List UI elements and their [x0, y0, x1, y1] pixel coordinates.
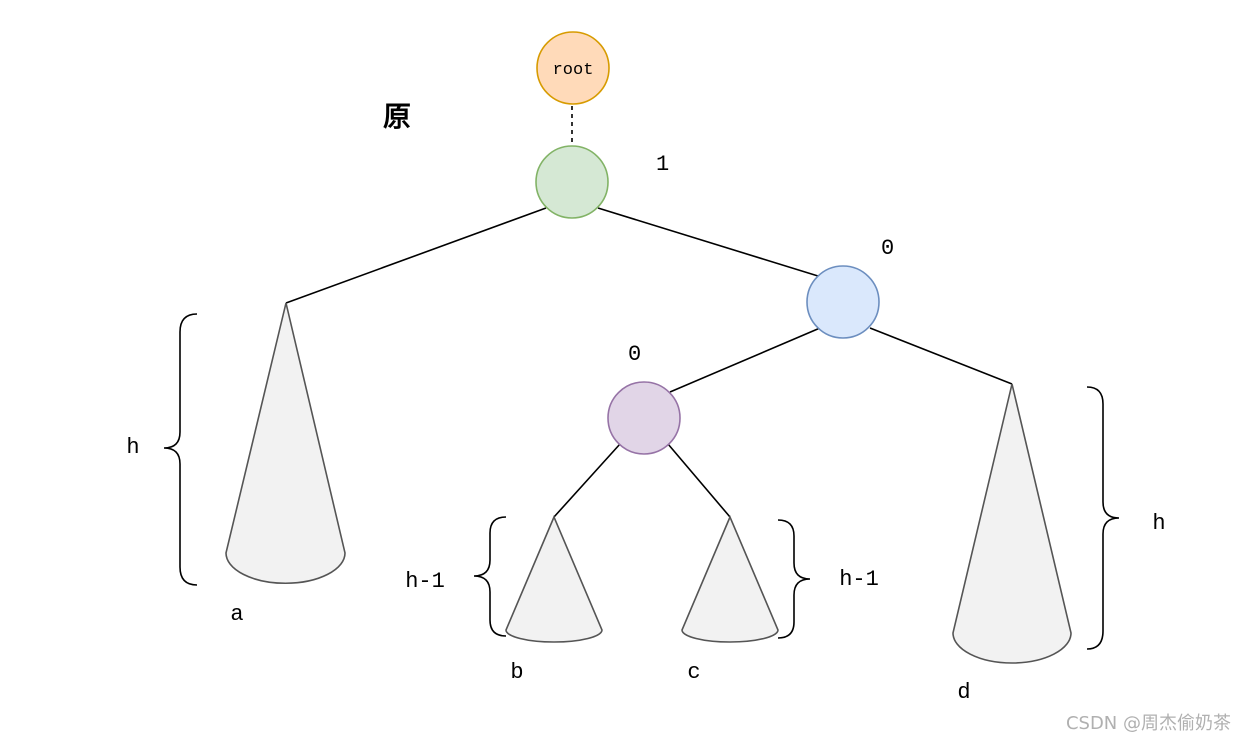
edge-n1-a — [285, 207, 547, 304]
height-a-label: h — [126, 435, 139, 460]
brace-b — [473, 516, 507, 637]
node-1-circle — [535, 145, 609, 219]
edge-n3-c — [667, 443, 731, 518]
node-3-balance: 0 — [628, 342, 641, 367]
subtree-b-label: b — [510, 660, 523, 685]
node-2-balance: 0 — [881, 236, 894, 261]
root-node-circle — [536, 31, 610, 105]
edge-n2-n3 — [669, 327, 821, 393]
edge-n2-d — [869, 327, 1013, 385]
diagram-title: 原 — [383, 100, 411, 133]
watermark: CSDN @周杰偷奶茶 — [1066, 713, 1231, 734]
subtree-d-label: d — [957, 680, 970, 705]
root-node-label: root — [553, 61, 594, 80]
subtree-a-cone — [225, 302, 346, 585]
edge-n1-n2 — [597, 207, 819, 277]
height-c-label: h-1 — [839, 567, 879, 592]
height-d-label: h — [1152, 511, 1165, 536]
brace-a — [163, 313, 198, 586]
subtree-b-cone — [505, 514, 603, 643]
brace-c — [777, 519, 811, 639]
subtree-a-label: a — [230, 602, 243, 627]
height-b-label: h-1 — [405, 569, 445, 594]
subtree-d-cone — [952, 383, 1072, 664]
edge-n3-b — [553, 443, 621, 518]
node-1-balance: 1 — [656, 152, 669, 177]
node-3-circle — [607, 381, 681, 455]
node-2-circle — [806, 265, 880, 339]
brace-d — [1086, 386, 1120, 650]
subtree-c-label: c — [687, 660, 700, 685]
subtree-c-cone — [681, 514, 779, 643]
root-node: root — [536, 31, 610, 105]
